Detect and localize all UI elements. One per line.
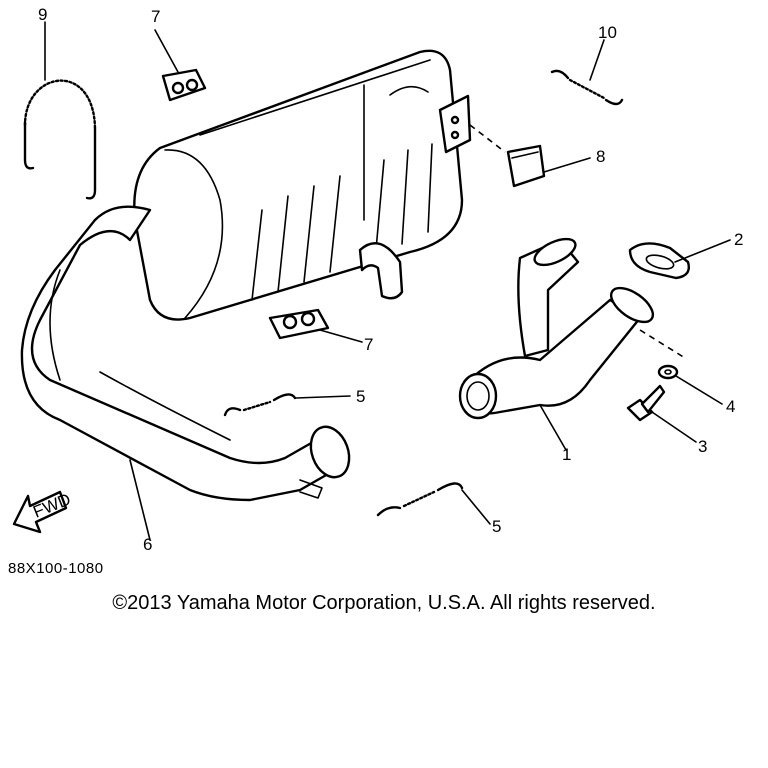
callout-8: 8: [596, 147, 605, 166]
part-4-washer: [657, 364, 679, 380]
part-6-exhaust-pipe: [20, 205, 351, 502]
part-5-spring-lower: [376, 482, 464, 517]
leader-lines: [44, 21, 731, 541]
fwd-arrow-icon: FWD: [12, 490, 73, 534]
callout-9: 9: [38, 5, 47, 24]
part-7-clip-top: [161, 68, 207, 102]
exhaust-exploded-diagram: FWD 9 7 10 8 2 7 5 4 3 1 5 6: [12, 5, 743, 554]
part-7-clip-lower: [268, 308, 330, 340]
callout-7-top: 7: [151, 7, 160, 26]
copyright-notice: ©2013 Yamaha Motor Corporation, U.S.A. A…: [112, 592, 656, 614]
diagram-part-code: 88X100-1080: [8, 560, 104, 577]
muffler: [133, 49, 472, 321]
fwd-label: FWD: [30, 490, 73, 522]
part-1-exhaust-manifold: [458, 237, 655, 420]
part-10-spring: [550, 69, 624, 106]
callout-3: 3: [698, 437, 707, 456]
callout-5-lower: 5: [492, 517, 501, 536]
part-5-spring-upper: [223, 393, 297, 417]
part-2-gasket: [628, 242, 690, 280]
callout-6: 6: [143, 535, 152, 554]
callout-4: 4: [726, 397, 735, 416]
part-9-long-spring: [23, 79, 97, 200]
callout-10: 10: [598, 23, 617, 42]
part-8-damper: [506, 144, 546, 188]
callout-7-lower: 7: [364, 335, 373, 354]
callout-5-upper: 5: [356, 387, 365, 406]
callout-1: 1: [562, 445, 571, 464]
callout-2: 2: [734, 230, 743, 249]
part-3-bolt: [626, 384, 666, 422]
